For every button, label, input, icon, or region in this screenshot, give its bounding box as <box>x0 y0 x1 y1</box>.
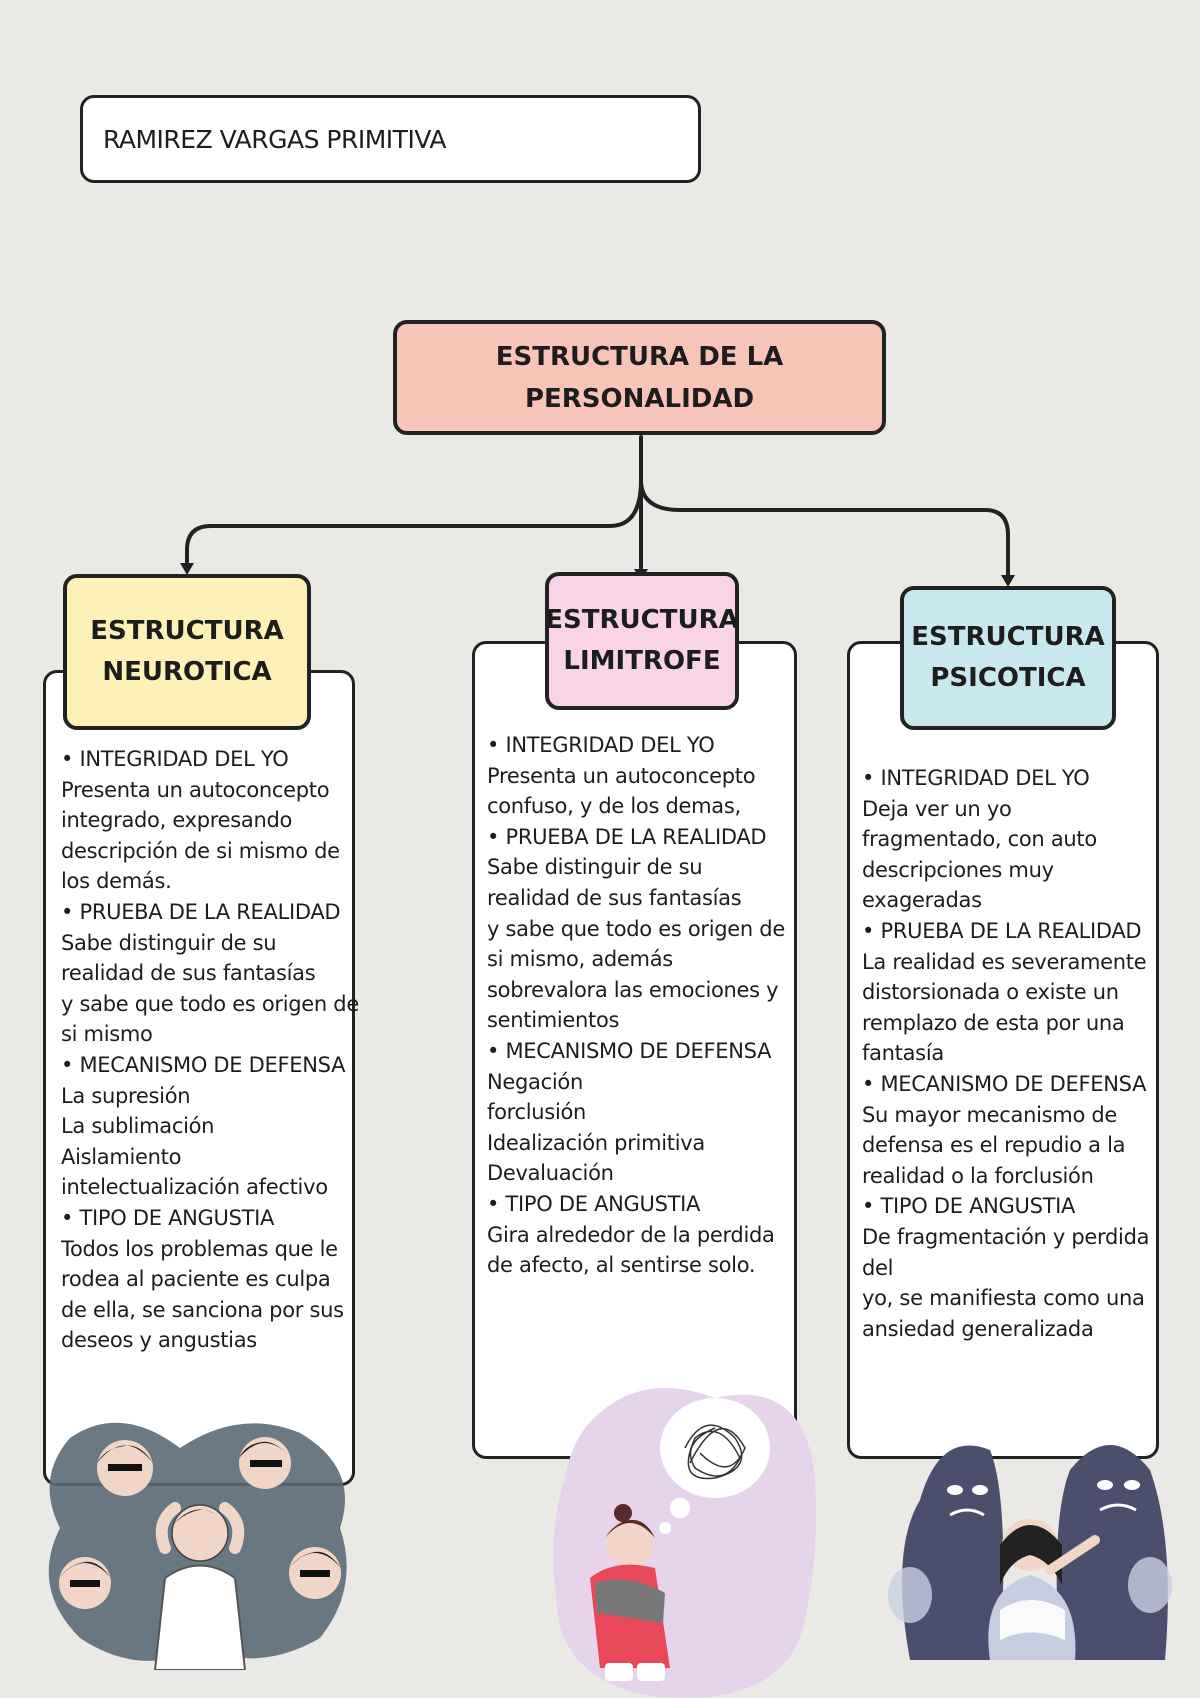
node-title: ESTRUCTURA LIMITROFE <box>545 605 739 676</box>
node-estructura-psicotica: ESTRUCTURA PSICOTICA <box>900 586 1116 730</box>
author-name: RAMIREZ VARGAS PRIMITIVA <box>103 124 446 154</box>
node-title: ESTRUCTURA PSICOTICA <box>911 622 1105 693</box>
scared-girl-illustration <box>880 1410 1180 1660</box>
neurotica-description: • INTEGRIDAD DEL YO Presenta un autoconc… <box>61 747 359 1353</box>
node-estructura-neurotica: ESTRUCTURA NEUROTICA <box>63 574 311 730</box>
stressed-man-illustration <box>40 1408 360 1670</box>
card-neurotica <box>43 670 355 1486</box>
card-psicotica <box>847 641 1159 1459</box>
root-title: ESTRUCTURA DE LA PERSONALIDAD <box>495 341 784 414</box>
sad-girl-illustration <box>545 1368 820 1698</box>
node-estructura-limitrofe: ESTRUCTURA LIMITROFE <box>545 572 739 710</box>
node-title: ESTRUCTURA NEUROTICA <box>90 616 284 687</box>
author-name-box: RAMIREZ VARGAS PRIMITIVA <box>80 95 701 183</box>
root-node: ESTRUCTURA DE LA PERSONALIDAD <box>393 320 886 435</box>
card-limitrofe <box>472 641 797 1459</box>
limitrofe-description: • INTEGRIDAD DEL YO Presenta un autoconc… <box>487 733 785 1278</box>
psicotica-description: • INTEGRIDAD DEL YO Deja ver un yo fragm… <box>862 766 1150 1341</box>
